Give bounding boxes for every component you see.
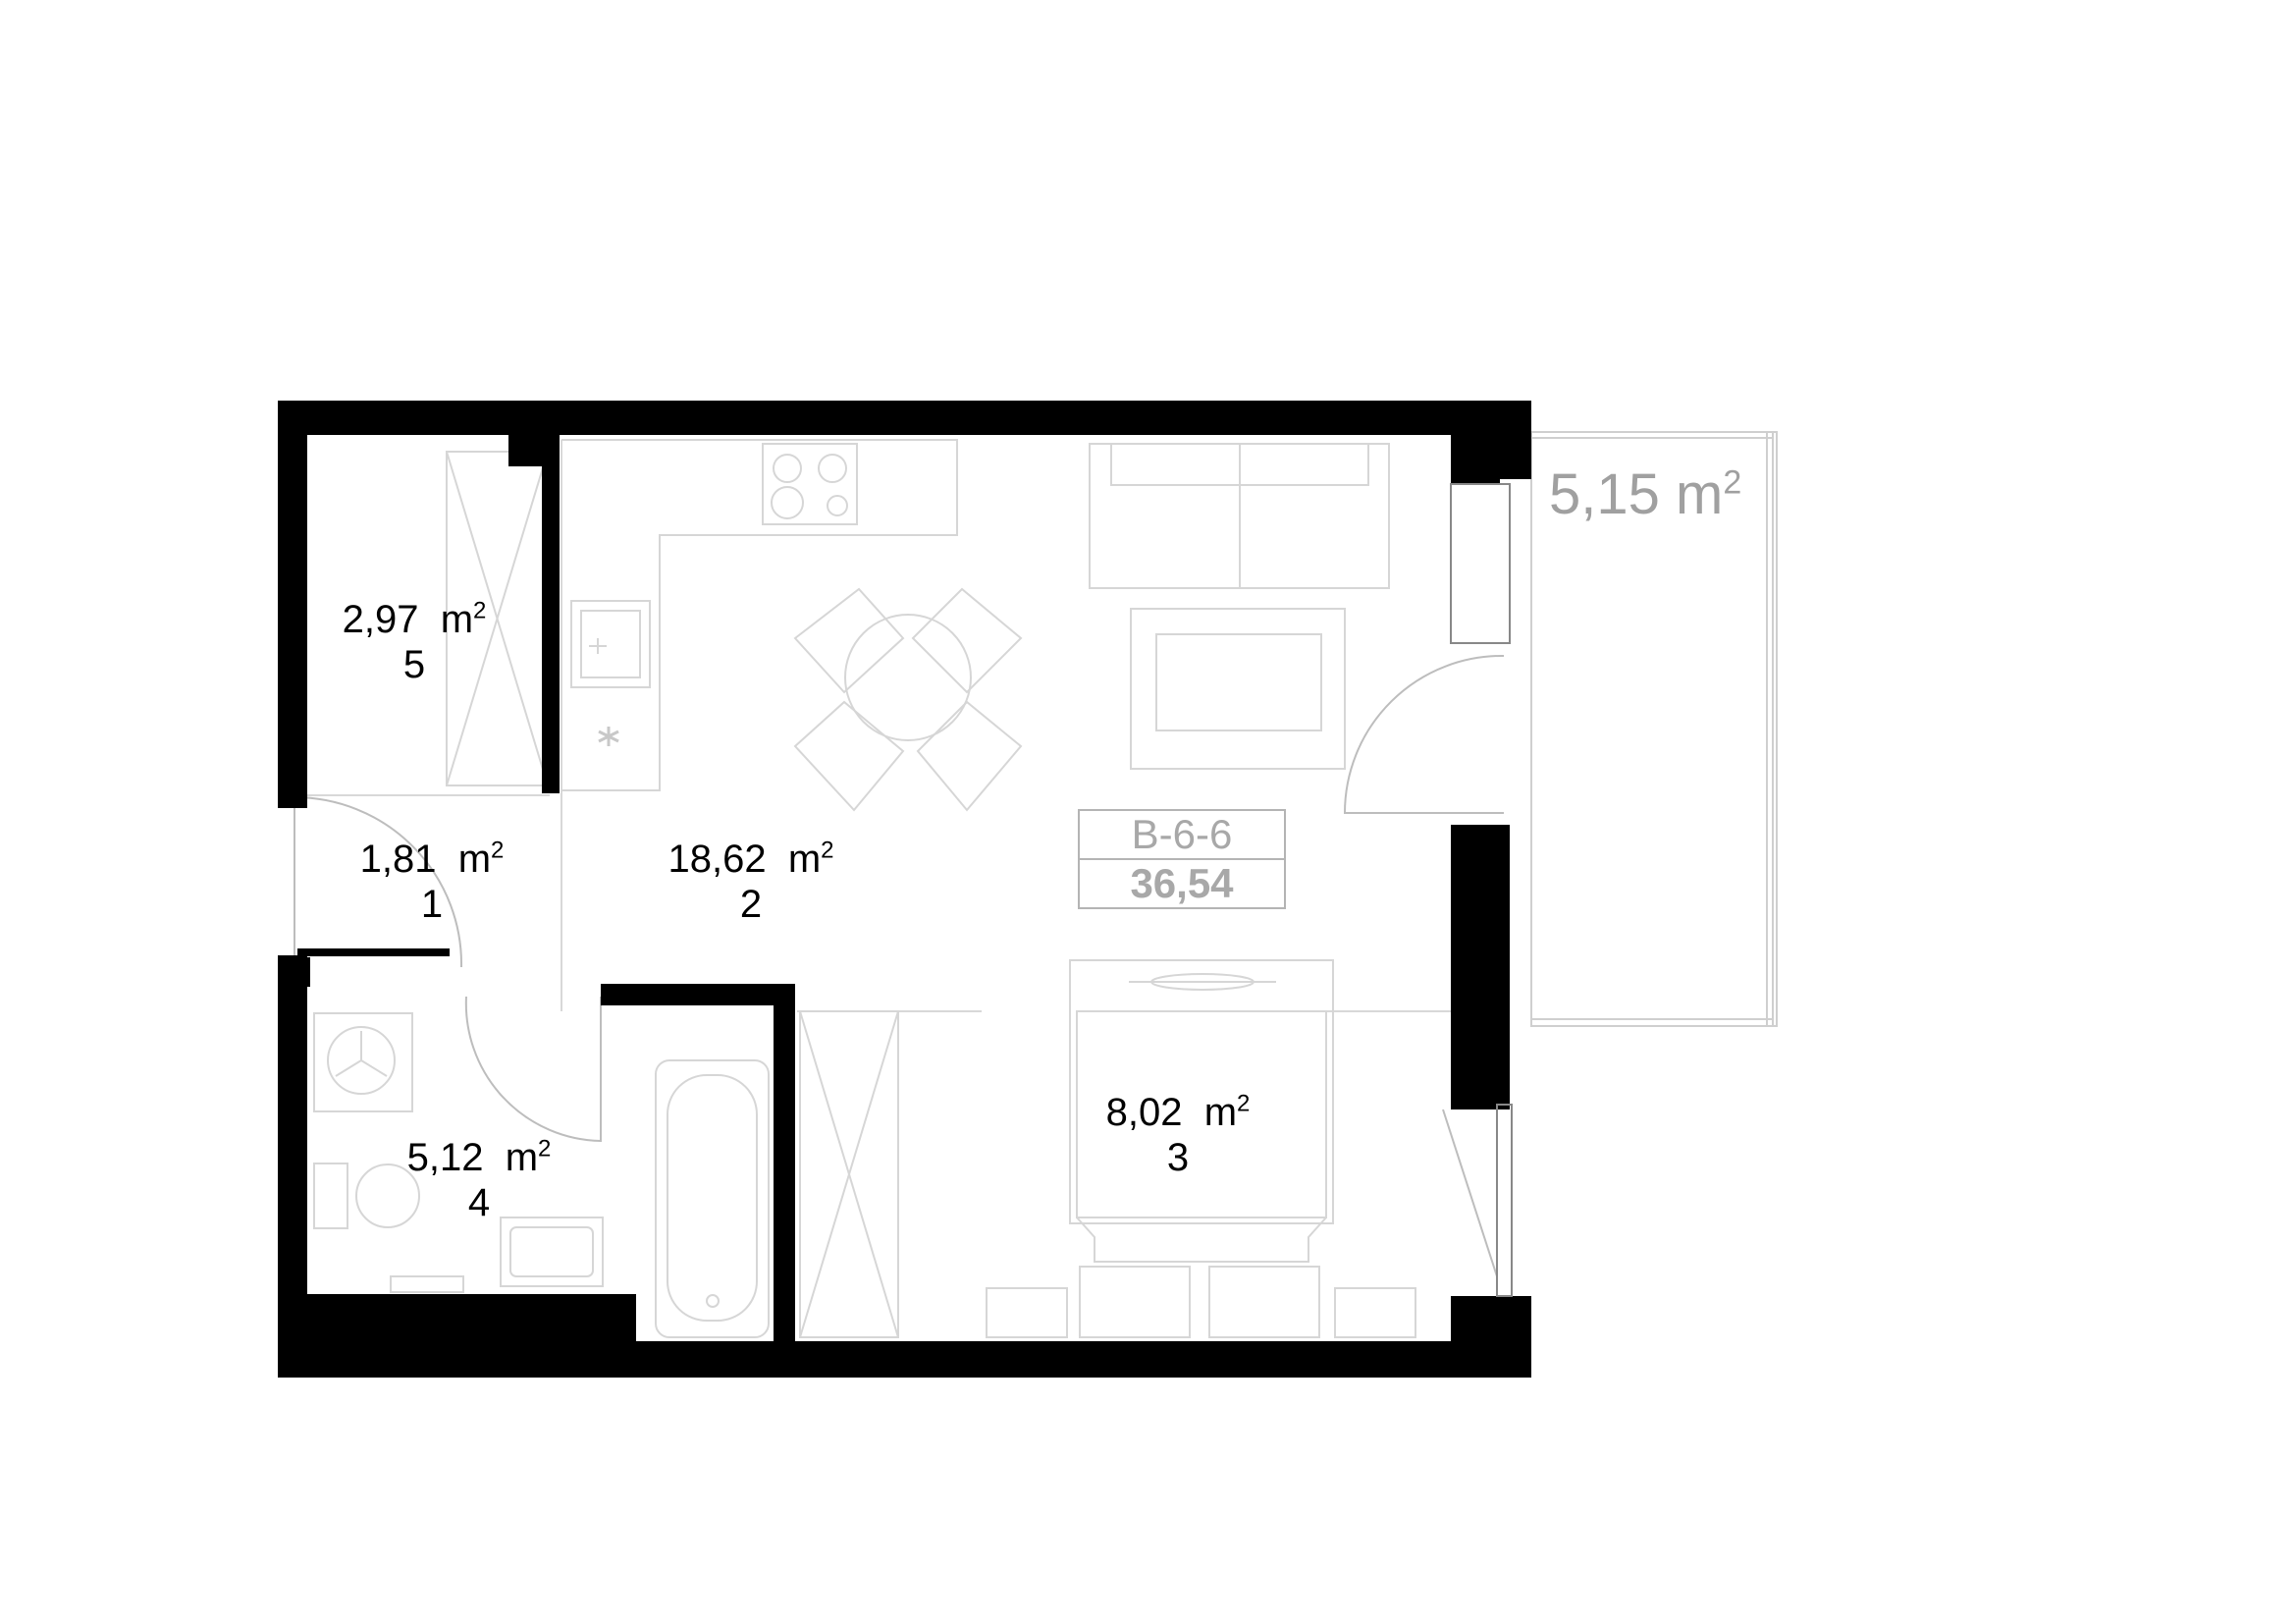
room-area: 1,81 m2 bbox=[359, 837, 505, 881]
bed bbox=[1069, 959, 1334, 1224]
dining-table bbox=[844, 614, 972, 741]
room-number: 3 bbox=[1166, 1136, 1190, 1179]
wardrobe-bedroom bbox=[799, 1010, 899, 1338]
balcony bbox=[1530, 431, 1778, 1027]
apartment-code: B-6-6 bbox=[1080, 811, 1284, 860]
window-door-swing bbox=[1442, 1109, 1498, 1277]
room-number: 4 bbox=[467, 1181, 491, 1224]
room-area: 8,02 m2 bbox=[1105, 1090, 1251, 1134]
coffee-table bbox=[1155, 633, 1322, 731]
cooktop bbox=[762, 443, 858, 525]
apartment-total-area: 36,54 bbox=[1130, 860, 1234, 906]
room-area: 2,97 m2 bbox=[342, 597, 487, 641]
room-number: 2 bbox=[739, 883, 763, 926]
fridge-mark bbox=[598, 727, 619, 746]
room-label-4: 5,12 m2 4 bbox=[391, 1135, 567, 1225]
furniture bbox=[313, 439, 1416, 1338]
entry-door-swing bbox=[294, 796, 463, 968]
apartment-info-box: B-6-6 36,54 bbox=[1078, 809, 1286, 909]
dining-chair bbox=[793, 587, 1023, 812]
door-swings bbox=[294, 654, 1505, 1277]
washing-machine bbox=[313, 1012, 413, 1112]
balcony-door-swing bbox=[1343, 654, 1505, 814]
walls bbox=[278, 401, 1531, 1378]
room-label-1: 1,81 m2 1 bbox=[344, 837, 520, 927]
bathroom-sink bbox=[500, 1217, 604, 1287]
room-label-2: 18,62 m2 2 bbox=[643, 837, 859, 927]
room-label-3: 8,02 m2 3 bbox=[1090, 1090, 1266, 1180]
room-area: 5,12 m2 bbox=[406, 1135, 552, 1179]
kitchen-counter bbox=[561, 439, 958, 791]
room-label-5: 2,97 m2 5 bbox=[326, 597, 503, 687]
room-number: 1 bbox=[420, 883, 444, 926]
room-area: 18,62 m2 bbox=[667, 837, 834, 881]
toilet bbox=[313, 1163, 348, 1229]
room-number: 5 bbox=[402, 643, 426, 686]
rug bbox=[1130, 608, 1346, 770]
kitchen-sink bbox=[570, 600, 651, 688]
balcony-area-label: 5,15 m2 bbox=[1549, 462, 1742, 526]
bathtub bbox=[655, 1059, 770, 1338]
windows bbox=[1450, 483, 1513, 1297]
bathroom-door-swing bbox=[464, 996, 602, 1143]
